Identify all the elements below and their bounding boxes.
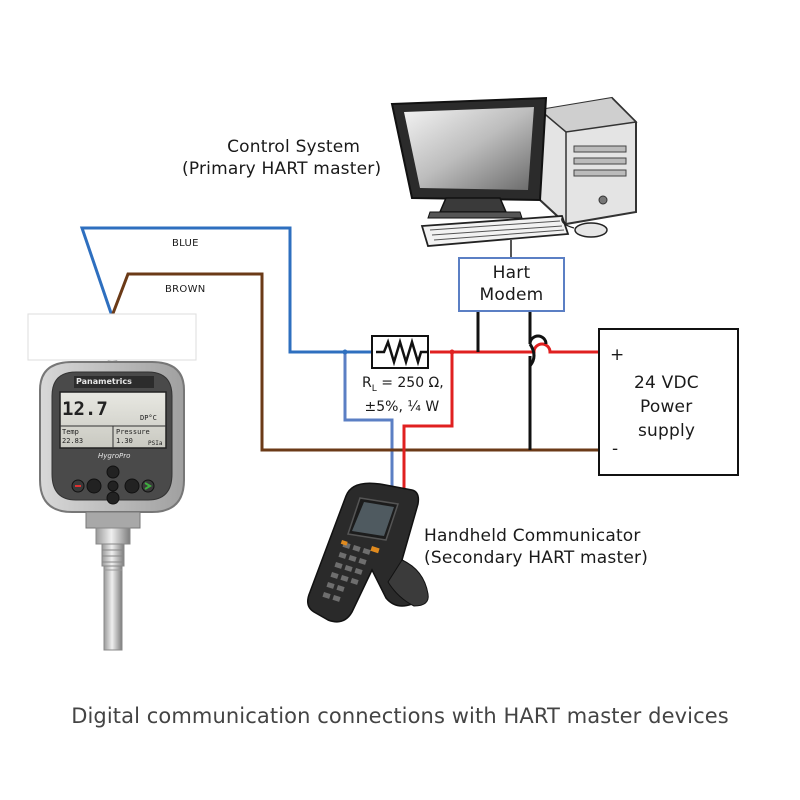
brown-wire-label: BROWN bbox=[165, 284, 206, 295]
transmitter-temp-title: Temp bbox=[62, 428, 79, 436]
resistor-subscript: L bbox=[371, 383, 377, 394]
power-supply-line2: Power bbox=[640, 397, 693, 417]
transmitter-device bbox=[27, 313, 197, 651]
hart-modem-line2: Modem bbox=[479, 285, 544, 305]
power-supply-line3: supply bbox=[638, 421, 696, 441]
power-supply-box: 24 VDC Power supply + - bbox=[598, 328, 739, 476]
transmitter-temp-value: 22.83 bbox=[62, 437, 84, 445]
transmitter-model: HygroPro bbox=[98, 452, 131, 460]
resistor-value: = 250 Ω, bbox=[376, 375, 444, 391]
power-supply-line1: 24 VDC bbox=[634, 373, 699, 393]
red-wire bbox=[430, 342, 600, 354]
red-wire-handheld bbox=[402, 352, 454, 488]
resistor-tolerance: ±5%, ¼ W bbox=[364, 398, 440, 415]
control-system-title: Control System bbox=[227, 137, 361, 157]
transmitter-pressure-title: Pressure bbox=[116, 428, 150, 436]
control-system-label: Control System (Primary HART master) bbox=[182, 136, 381, 180]
transmitter-reading: 12.7 bbox=[62, 398, 108, 420]
figure-caption: Digital communication connections with H… bbox=[71, 704, 729, 728]
power-minus-terminal: - bbox=[612, 439, 619, 459]
computer-icon bbox=[390, 96, 638, 247]
control-system-subtitle: (Primary HART master) bbox=[182, 159, 382, 179]
resistor-value-label: RL = 250 Ω, bbox=[362, 374, 444, 398]
handheld-communicator-device bbox=[307, 482, 429, 623]
modem-wire-right bbox=[528, 312, 548, 450]
blue-wire bbox=[79, 226, 372, 354]
brown-wire bbox=[110, 272, 600, 452]
transmitter-pressure-unit: PSIa bbox=[148, 440, 163, 447]
blue-wire-label: BLUE bbox=[172, 238, 199, 249]
transmitter-brand: Panametrics bbox=[76, 377, 132, 386]
hart-modem-line1: Hart bbox=[492, 263, 531, 283]
transmitter-pressure-value: 1.30 bbox=[116, 437, 133, 445]
resistor-label: RL = 250 Ω, ±5%, ¼ W bbox=[362, 374, 444, 416]
hart-modem-box: Hart Modem bbox=[458, 257, 565, 312]
resistor-icon bbox=[371, 335, 429, 369]
transmitter-unit: DP°C bbox=[140, 414, 157, 422]
resistor-symbol: R bbox=[362, 375, 372, 391]
handheld-label: Handheld Communicator (Secondary HART ma… bbox=[424, 525, 648, 569]
handheld-title: Handheld Communicator bbox=[424, 526, 641, 546]
blue-wire-handheld bbox=[343, 352, 394, 486]
power-plus-terminal: + bbox=[610, 345, 625, 365]
handheld-subtitle: (Secondary HART master) bbox=[424, 548, 649, 568]
